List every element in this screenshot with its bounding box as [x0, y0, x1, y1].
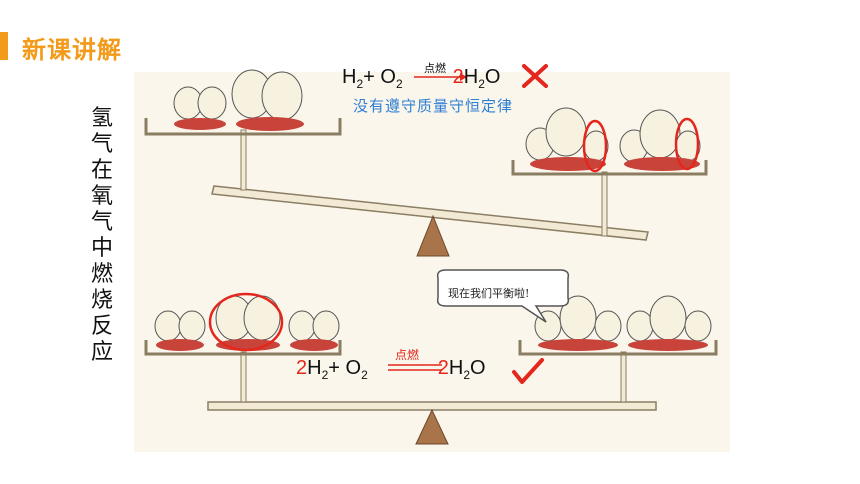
top-beam	[211, 185, 649, 241]
header-accent-bar	[0, 32, 8, 60]
page-title: 新课讲解	[22, 36, 122, 64]
bottom-reaction-condition: 点燃	[395, 348, 420, 362]
check-mark-icon	[512, 358, 544, 384]
top-left-molecules	[173, 69, 304, 131]
speech-bubble-text: 现在我们平衡啦!	[448, 287, 530, 300]
bottom-right-molecules	[534, 295, 712, 351]
side-label-char: 应	[90, 340, 113, 365]
bottom-fulcrum	[415, 408, 449, 445]
top-balance-scale	[144, 118, 708, 257]
side-label-char: 反	[90, 314, 113, 339]
side-label-char: 燃	[90, 262, 113, 287]
top-fulcrum	[416, 214, 450, 257]
top-left-tray	[144, 118, 342, 136]
cross-mark-icon	[522, 64, 548, 88]
bottom-left-tray	[144, 340, 342, 356]
bottom-right-tray	[518, 340, 718, 356]
side-label: 氢 气 在 氧 气 中 燃 烧 反 应	[88, 106, 116, 366]
highlight-circle	[582, 119, 608, 173]
bottom-beam	[207, 401, 657, 411]
highlight-circle	[208, 292, 284, 352]
side-label-char: 气	[90, 132, 113, 157]
top-right-tray	[511, 160, 708, 176]
top-equation-note: 没有遵守质量守恒定律	[353, 97, 514, 115]
speech-bubble	[436, 269, 570, 323]
bottom-left-pole	[240, 351, 247, 403]
side-label-char: 氧	[90, 184, 113, 209]
bottom-left-molecules	[154, 292, 340, 352]
side-label-char: 氢	[90, 106, 113, 131]
bottom-balance-scale	[144, 340, 718, 445]
top-right-pole	[601, 171, 608, 237]
side-label-char: 烧	[90, 288, 113, 313]
top-left-pole	[240, 129, 247, 191]
side-label-char: 气	[90, 210, 113, 235]
side-label-char: 中	[90, 236, 113, 261]
side-label-char: 在	[90, 158, 113, 183]
top-reaction-condition: 点燃	[424, 62, 446, 75]
top-right-molecules	[525, 107, 701, 173]
highlight-circle	[674, 117, 700, 171]
reaction-arrow-head	[460, 73, 467, 81]
bottom-right-pole	[620, 351, 627, 403]
